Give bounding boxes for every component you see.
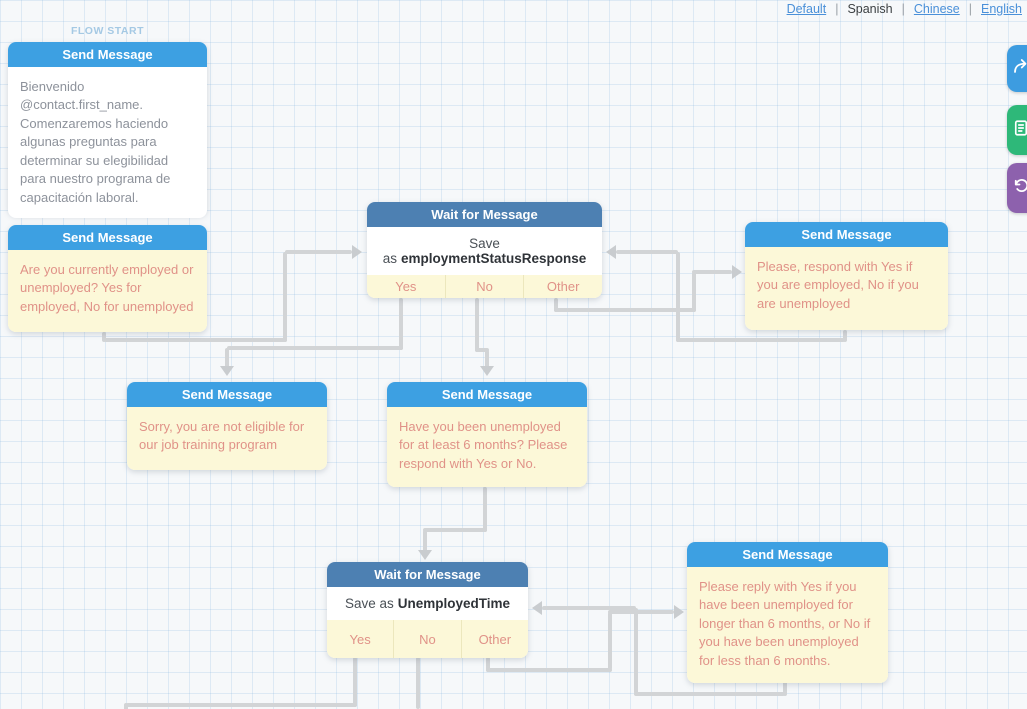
connector-segment: [486, 668, 612, 672]
node-send-clarify-employment[interactable]: Send Message Please, respond with Yes if…: [745, 222, 948, 330]
connector-segment: [692, 270, 732, 274]
node-header[interactable]: Send Message: [127, 382, 327, 407]
toolbar-share-button[interactable]: [1007, 45, 1027, 92]
option-other[interactable]: Other: [523, 275, 602, 298]
connector-arrow: [606, 245, 616, 259]
language-separator: |: [968, 2, 972, 16]
connector-segment: [475, 348, 489, 352]
connector-segment: [554, 308, 696, 312]
language-bar: Default | Spanish | Chinese | English: [787, 2, 1022, 16]
node-header[interactable]: Wait for Message: [327, 562, 528, 587]
node-body[interactable]: Have you been unemployed for at least 6 …: [387, 407, 587, 487]
node-send-welcome[interactable]: Send Message Bienvenido @contact.first_n…: [8, 42, 207, 219]
connector-segment: [483, 487, 487, 532]
save-as-label: Save as: [382, 236, 500, 266]
connector-segment: [423, 530, 427, 552]
language-separator: |: [835, 2, 839, 16]
connector-arrow: [418, 550, 432, 560]
connector-arrow: [480, 366, 494, 376]
connector-segment: [102, 332, 106, 342]
connector-segment: [676, 252, 680, 342]
connector-segment: [608, 610, 674, 614]
node-body[interactable]: Please, respond with Yes if you are empl…: [745, 247, 948, 330]
options-row: Yes No Other: [367, 275, 602, 298]
connector-segment: [616, 250, 678, 254]
connector-segment: [608, 612, 612, 670]
connector-arrow: [220, 366, 234, 376]
connector-segment: [353, 657, 357, 707]
connector-segment: [542, 606, 636, 610]
document-icon: [1012, 119, 1027, 142]
node-send-not-eligible[interactable]: Send Message Sorry, you are not eligible…: [127, 382, 327, 470]
connector-segment: [676, 338, 845, 342]
language-link-default[interactable]: Default: [786, 2, 827, 16]
language-link-spanish[interactable]: Spanish: [847, 2, 893, 16]
option-other[interactable]: Other: [460, 620, 528, 658]
connector-segment: [423, 528, 487, 532]
node-header[interactable]: Send Message: [745, 222, 948, 247]
connector-segment: [283, 252, 287, 342]
connector-segment: [104, 338, 287, 342]
language-link-chinese[interactable]: Chinese: [913, 2, 960, 16]
toolbar-notes-button[interactable]: [1007, 105, 1027, 155]
connector-segment: [227, 346, 403, 350]
connector-segment: [485, 350, 489, 368]
connector-arrow: [352, 245, 362, 259]
options-row: Yes No Other: [327, 620, 528, 658]
connector-segment: [634, 608, 638, 694]
node-body[interactable]: Are you currently employed or unemployed…: [8, 250, 207, 332]
connector-segment: [399, 298, 403, 350]
connector-segment: [124, 703, 128, 709]
connector-segment: [692, 272, 696, 312]
connector-segment: [634, 692, 785, 696]
save-as-label: Save as: [344, 596, 394, 611]
language-link-english[interactable]: English: [981, 2, 1022, 16]
undo-arrow-icon: [1012, 177, 1027, 200]
node-header[interactable]: Send Message: [8, 42, 207, 67]
connector-segment: [225, 348, 229, 368]
option-yes[interactable]: Yes: [349, 631, 371, 647]
connector-segment: [126, 703, 357, 707]
connector-segment: [783, 681, 787, 696]
connector-arrow: [732, 265, 742, 279]
language-separator: |: [901, 2, 905, 16]
save-as-variable: UnemployedTime: [397, 596, 511, 611]
flow-start-label: FLOW START: [70, 25, 145, 37]
node-send-ask-duration[interactable]: Send Message Have you been unemployed fo…: [387, 382, 587, 487]
connector-segment: [285, 250, 352, 254]
connector-segment: [416, 657, 420, 709]
connector-segment: [486, 657, 490, 672]
node-send-clarify-duration[interactable]: Send Message Please reply with Yes if yo…: [687, 542, 888, 683]
option-yes[interactable]: Yes: [395, 279, 417, 294]
toolbar-history-button[interactable]: [1007, 163, 1027, 213]
node-body[interactable]: Sorry, you are not eligible for our job …: [127, 407, 327, 470]
connector-segment: [554, 298, 558, 312]
option-no[interactable]: No: [444, 275, 524, 298]
connector-arrow: [532, 601, 542, 615]
node-header[interactable]: Send Message: [8, 225, 207, 250]
option-no[interactable]: No: [393, 620, 460, 658]
share-arrow-icon: [1012, 57, 1027, 80]
connector-arrow: [674, 605, 684, 619]
node-header[interactable]: Send Message: [687, 542, 888, 567]
node-header[interactable]: Send Message: [387, 382, 587, 407]
node-send-ask-employment[interactable]: Send Message Are you currently employed …: [8, 225, 207, 332]
connector-segment: [843, 330, 847, 342]
node-header[interactable]: Wait for Message: [367, 202, 602, 227]
save-as-variable: employmentStatusResponse: [400, 251, 587, 266]
connector-segment: [475, 298, 479, 352]
node-body[interactable]: Bienvenido @contact.first_name. Comenzar…: [8, 67, 207, 219]
node-body[interactable]: Please reply with Yes if you have been u…: [687, 567, 888, 683]
